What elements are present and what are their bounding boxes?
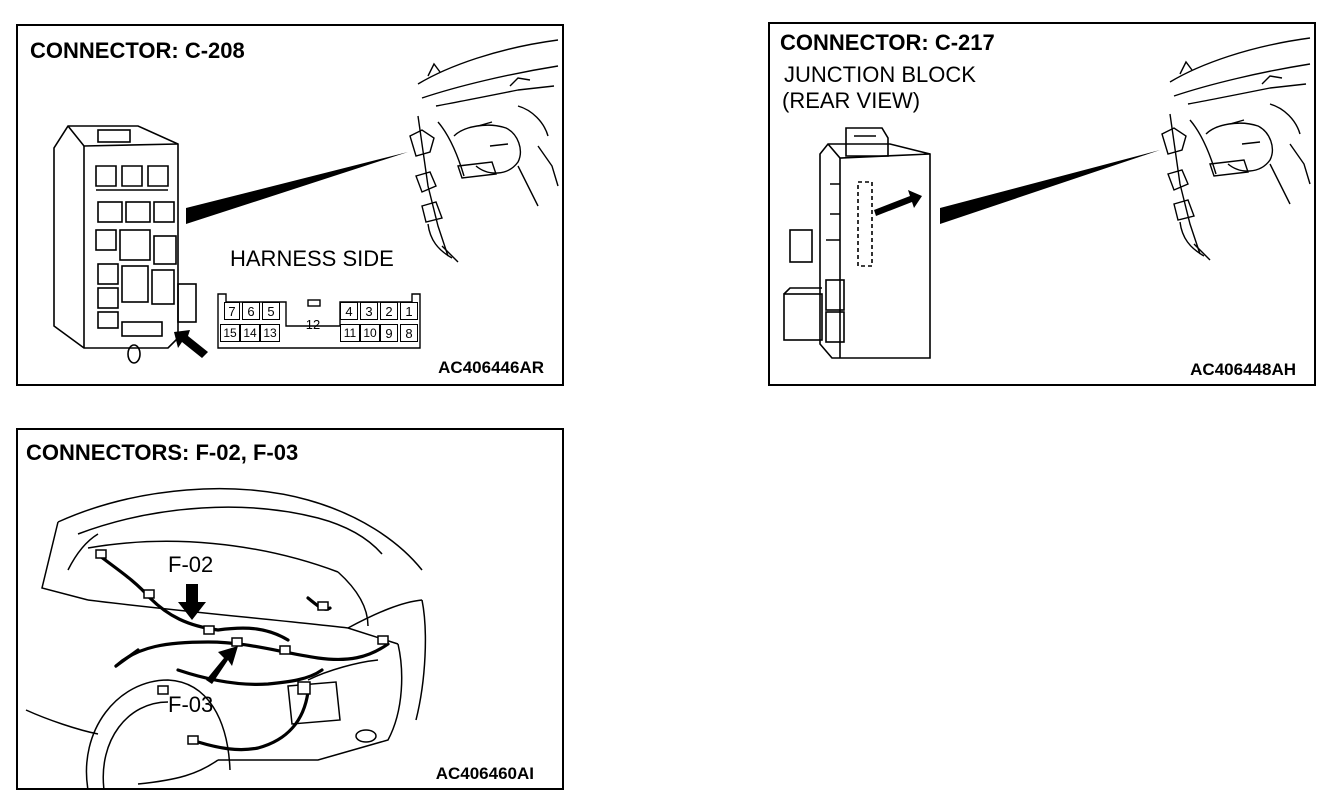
pin-6: 6 [242, 302, 260, 320]
figure-code: AC406446AR [438, 358, 544, 377]
callout-f02: F-02 [168, 552, 214, 577]
pin-8: 8 [400, 324, 418, 342]
junction-block-label: JUNCTION BLOCK [784, 62, 976, 87]
connector-c217-panel: CONNECTOR: C-217 JUNCTION BLOCK (REAR VI… [768, 22, 1316, 386]
pin-7: 7 [224, 302, 240, 320]
pin-9: 9 [380, 324, 398, 342]
pin-4: 4 [340, 302, 358, 320]
pin-12: 12 [305, 317, 321, 332]
pin-3: 3 [360, 302, 378, 320]
pin-14: 14 [240, 324, 260, 342]
junction-block-illustration [53, 39, 559, 364]
pin-13: 13 [260, 324, 280, 342]
pin-5: 5 [262, 302, 280, 320]
pin-10: 10 [360, 324, 380, 342]
pin-1: 1 [400, 302, 418, 320]
harness-side-label: HARNESS SIDE [230, 246, 394, 271]
figure-code: AC406448AH [1190, 360, 1296, 379]
connectors-f02-f03-panel: CONNECTORS: F-02, F-03 [16, 428, 564, 790]
panel-title: CONNECTOR: C-208 [30, 38, 245, 63]
figure-code: AC406460AI [435, 764, 534, 783]
junction-block-rear-illustration [783, 37, 1311, 359]
pin-15: 15 [220, 324, 240, 342]
pin-2: 2 [380, 302, 398, 320]
panel-title: CONNECTOR: C-217 [780, 30, 995, 55]
rear-body-illustration [25, 487, 427, 788]
rear-view-label: (REAR VIEW) [782, 88, 921, 113]
connector-c208-panel: CONNECTOR: C-208 [16, 24, 564, 386]
callout-f03: F-03 [168, 692, 214, 717]
panel-title: CONNECTORS: F-02, F-03 [26, 440, 299, 465]
pin-11: 11 [340, 324, 360, 342]
